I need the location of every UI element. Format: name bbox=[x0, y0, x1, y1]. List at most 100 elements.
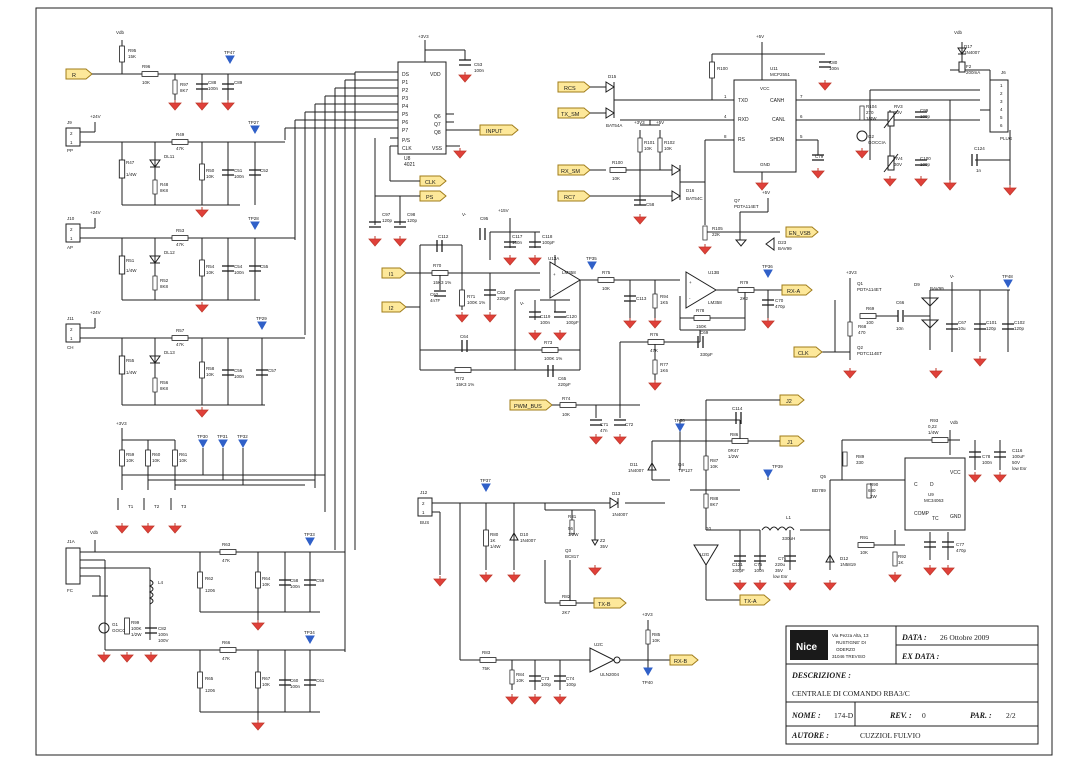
svg-text:+15V: +15V bbox=[498, 208, 509, 213]
svg-text:10K: 10K bbox=[126, 458, 134, 463]
svg-text:J2: J2 bbox=[786, 399, 792, 405]
svg-text:C57: C57 bbox=[268, 368, 277, 373]
svg-text:PDTC114ET: PDTC114ET bbox=[857, 351, 882, 356]
svg-text:R49: R49 bbox=[176, 132, 185, 137]
svg-text:C53: C53 bbox=[474, 62, 483, 67]
svg-text:DL12: DL12 bbox=[164, 250, 175, 255]
svg-text:2: 2 bbox=[1000, 91, 1003, 96]
svg-text:BAT54A: BAT54A bbox=[606, 123, 622, 128]
svg-text:+: + bbox=[553, 272, 556, 277]
svg-text:C75: C75 bbox=[754, 562, 763, 567]
svg-text:R: R bbox=[72, 73, 76, 79]
svg-text:C118: C118 bbox=[542, 234, 553, 239]
svg-text:10n: 10n bbox=[896, 326, 904, 331]
svg-text:TC: TC bbox=[932, 516, 939, 522]
svg-text:8: 8 bbox=[724, 134, 727, 139]
svg-text:GOCCIA: GOCCIA bbox=[112, 628, 130, 633]
svg-text:Vdb: Vdb bbox=[950, 420, 959, 425]
svg-text:TX_SM: TX_SM bbox=[561, 112, 580, 118]
svg-text:1N4007: 1N4007 bbox=[964, 50, 980, 55]
svg-text:10K: 10K bbox=[612, 176, 620, 181]
svg-text:TP27: TP27 bbox=[248, 120, 259, 125]
svg-text:+5V: +5V bbox=[656, 120, 664, 125]
svg-text:C113: C113 bbox=[636, 296, 647, 301]
svg-text:C82: C82 bbox=[158, 626, 167, 631]
svg-text:47n: 47n bbox=[600, 428, 608, 433]
svg-text:INPUT: INPUT bbox=[486, 129, 503, 135]
svg-text:C58: C58 bbox=[290, 578, 299, 583]
svg-text:100n: 100n bbox=[290, 584, 301, 589]
svg-text:Q2: Q2 bbox=[857, 345, 864, 350]
svg-text:MC34063: MC34063 bbox=[924, 498, 944, 503]
net-label-rcs: RCS bbox=[557, 81, 606, 93]
svg-text:U2C: U2C bbox=[594, 642, 604, 647]
svg-text:100n: 100n bbox=[540, 320, 551, 325]
svg-text:Q4: Q4 bbox=[678, 462, 685, 467]
svg-text:V-: V- bbox=[462, 212, 467, 217]
svg-text:+3V3: +3V3 bbox=[418, 34, 429, 39]
svg-text:G1: G1 bbox=[112, 622, 119, 627]
svg-text:R61: R61 bbox=[179, 452, 188, 457]
svg-text:10K: 10K bbox=[206, 372, 214, 377]
svg-text:470p: 470p bbox=[956, 548, 967, 553]
svg-text:CLK: CLK bbox=[425, 180, 436, 186]
svg-text:1K: 1K bbox=[490, 538, 496, 543]
svg-text:2K7: 2K7 bbox=[562, 610, 571, 615]
svg-text:R75: R75 bbox=[602, 270, 611, 275]
svg-text:VSS: VSS bbox=[432, 146, 443, 152]
u13b-opamp: +- U13B LM358 bbox=[685, 270, 722, 309]
svg-text:P2: P2 bbox=[402, 88, 408, 94]
svg-text:15K: 15K bbox=[128, 54, 136, 59]
svg-text:R77: R77 bbox=[660, 362, 669, 367]
svg-text:R66: R66 bbox=[222, 640, 231, 645]
svg-text:TP40: TP40 bbox=[642, 680, 653, 685]
svg-text:BD789: BD789 bbox=[812, 488, 826, 493]
svg-text:220pF: 220pF bbox=[497, 296, 510, 301]
svg-text:R99: R99 bbox=[131, 620, 140, 625]
svg-text:C72: C72 bbox=[625, 422, 634, 427]
svg-text:-: - bbox=[553, 288, 555, 293]
svg-text:R84: R84 bbox=[516, 672, 525, 677]
svg-text:680: 680 bbox=[868, 488, 876, 493]
svg-text:1: 1 bbox=[70, 336, 73, 341]
u2g-buffer: U2G 10 bbox=[693, 526, 719, 566]
svg-text:C78: C78 bbox=[982, 454, 991, 459]
svg-text:100n: 100n bbox=[829, 66, 840, 71]
svg-text:G2: G2 bbox=[868, 134, 875, 139]
svg-text:10K: 10K bbox=[262, 682, 270, 687]
svg-text:Q8: Q8 bbox=[434, 130, 441, 136]
svg-text:50V: 50V bbox=[1012, 460, 1020, 465]
svg-text:RS: RS bbox=[738, 137, 746, 143]
date-value: 26 Ottobre 2009 bbox=[940, 633, 989, 642]
svg-text:8K8: 8K8 bbox=[160, 188, 169, 193]
svg-text:D: D bbox=[930, 482, 934, 488]
svg-text:C116: C116 bbox=[1012, 448, 1023, 453]
svg-text:6: 6 bbox=[1000, 123, 1003, 128]
svg-text:1/4W: 1/4W bbox=[126, 268, 137, 273]
svg-text:CH: CH bbox=[67, 345, 74, 350]
svg-text:U13B: U13B bbox=[708, 270, 719, 275]
svg-text:10K: 10K bbox=[664, 146, 672, 151]
svg-text:35V: 35V bbox=[775, 568, 783, 573]
svg-text:RX_SM: RX_SM bbox=[561, 169, 580, 175]
svg-text:3: 3 bbox=[1000, 99, 1003, 104]
svg-text:100p: 100p bbox=[920, 162, 931, 167]
svg-text:C: C bbox=[914, 482, 918, 488]
net-label-tx-a: TX-A bbox=[739, 594, 771, 606]
net-label-i1: I1 bbox=[381, 267, 407, 279]
svg-text:T3: T3 bbox=[181, 504, 187, 509]
svg-text:1/2W: 1/2W bbox=[568, 532, 579, 537]
svg-text:RV3: RV3 bbox=[894, 104, 903, 109]
svg-text:10K: 10K bbox=[179, 458, 187, 463]
svg-text:-: - bbox=[689, 296, 691, 301]
svg-text:0R47: 0R47 bbox=[728, 448, 739, 453]
svg-text:5: 5 bbox=[800, 134, 803, 139]
svg-text:C88: C88 bbox=[208, 80, 217, 85]
svg-text:TP35: TP35 bbox=[586, 256, 597, 261]
svg-text:R63: R63 bbox=[222, 542, 231, 547]
svg-text:P1: P1 bbox=[402, 80, 408, 86]
svg-text:47K: 47K bbox=[222, 656, 230, 661]
svg-text:C63: C63 bbox=[497, 290, 506, 295]
svg-text:TP39: TP39 bbox=[772, 464, 783, 469]
svg-text:C95: C95 bbox=[480, 216, 489, 221]
